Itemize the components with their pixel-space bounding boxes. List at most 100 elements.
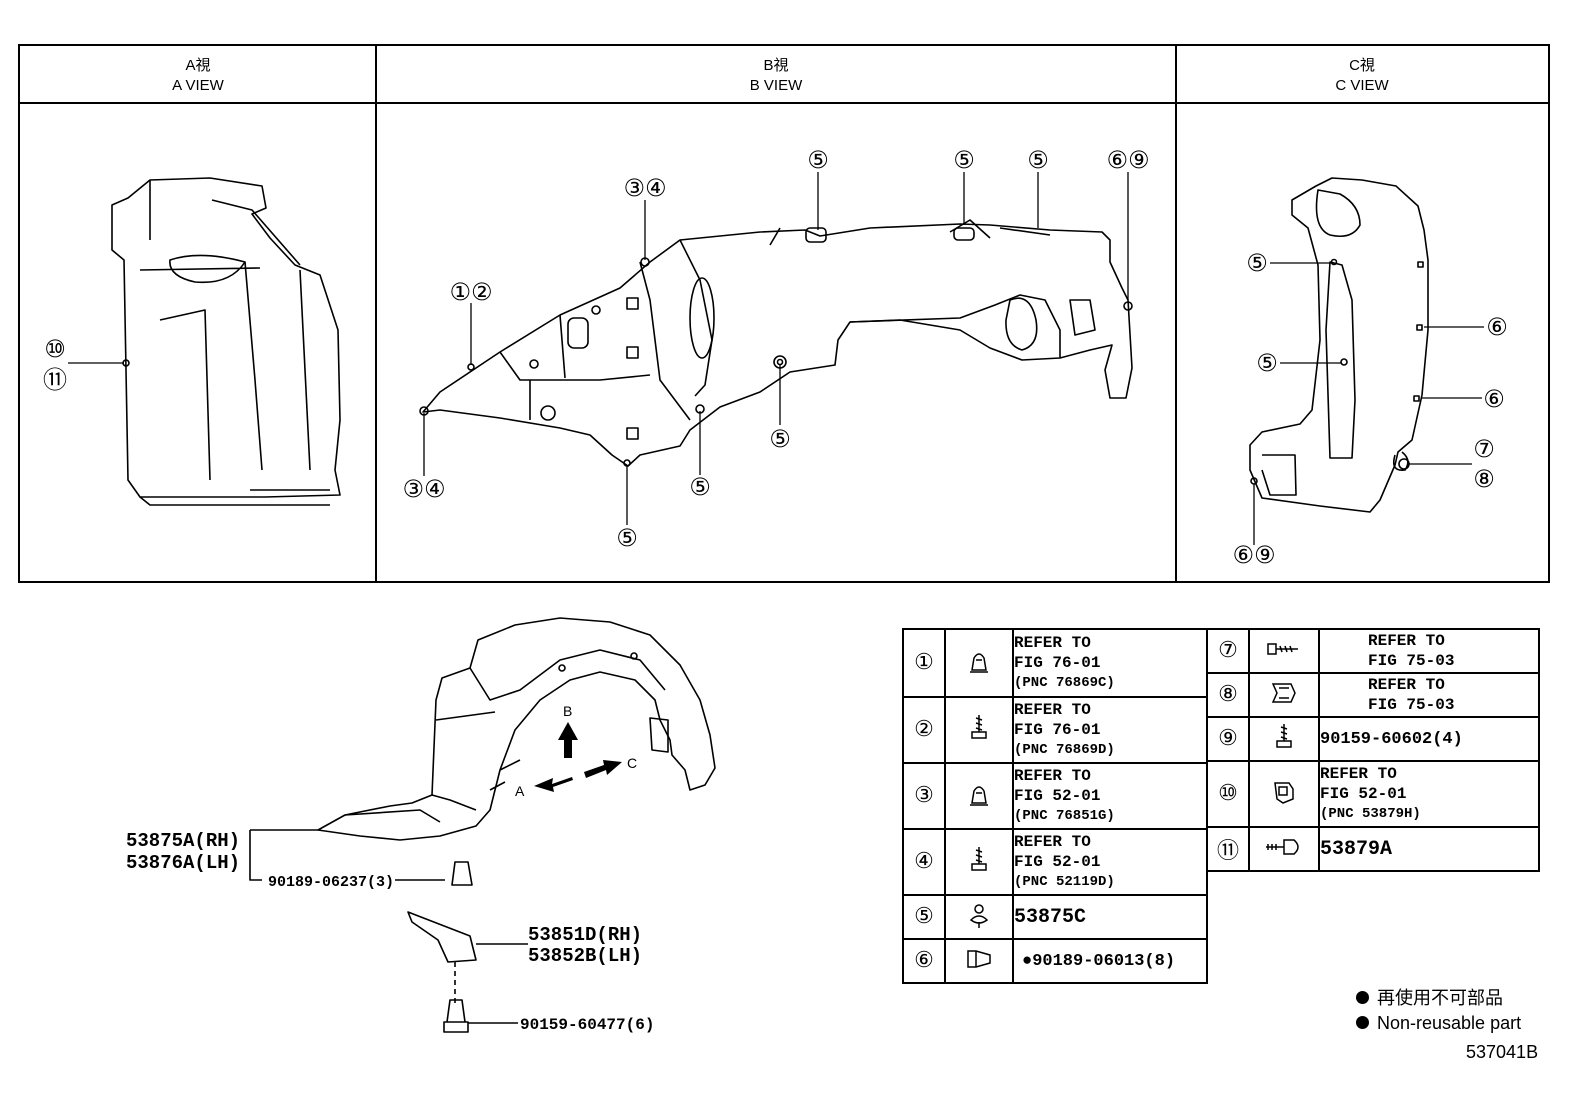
clip-icon xyxy=(970,652,988,673)
item-number: ⑪ xyxy=(1206,826,1250,872)
table-row: ⑨ 90159-60602(4) xyxy=(1206,716,1540,762)
b-view-panel: B視 B VIEW xyxy=(376,46,1176,581)
clip-drawing xyxy=(451,861,473,886)
part-number: 90159-60602(4) xyxy=(1318,716,1540,762)
callout-b-3-4-bottom: ③④ xyxy=(402,475,445,503)
callout-c-5: ⑤ xyxy=(1246,249,1268,277)
part-reference: REFER TO FIG 76-01 (PNC 76869D) xyxy=(1012,696,1208,764)
clip-icon xyxy=(970,785,988,806)
part-number: 53875C xyxy=(1012,894,1208,940)
direction-label-c: C xyxy=(627,755,637,771)
table-row: ① REFER TO FIG 76-01 (PNC 76869C) xyxy=(902,628,1208,698)
part-label-bracket-rh: 53851D(RH) xyxy=(528,924,642,946)
view-divider xyxy=(375,46,377,581)
b-view-title-jp: B視 xyxy=(763,57,789,74)
a-view-panel: A視 A VIEW xyxy=(20,46,376,581)
c-view-panel: C視 C VIEW xyxy=(1176,46,1548,581)
parts-table-right: ⑦ REFER TO FIG 75-03 ⑧ REFER TO FIG 75-0… xyxy=(1206,628,1540,872)
bracket-clip-icon xyxy=(1274,781,1294,804)
part-reference: REFER TO FIG 52-01 (PNC 76851G) xyxy=(1012,762,1208,830)
table-row: ⑩ REFER TO FIG 52-01 (PNC 53879H) xyxy=(1206,760,1540,828)
a-view-header: A視 A VIEW xyxy=(20,46,376,104)
callout-b-5: ⑤ xyxy=(616,524,638,552)
b-view-title-en: B VIEW xyxy=(749,77,803,94)
parts-table-left: ① REFER TO FIG 76-01 (PNC 76869C) ② REFE… xyxy=(902,628,1208,984)
a-view-liner-drawing xyxy=(111,177,341,506)
bullet-icon xyxy=(1356,991,1369,1004)
callout-b-5: ⑤ xyxy=(689,473,711,501)
arrow-b-icon xyxy=(558,722,578,758)
c-view-header: C視 C VIEW xyxy=(1176,46,1548,104)
item-number: ④ xyxy=(902,828,946,896)
callout-a-10: ⑩ xyxy=(44,335,66,363)
b-view-header: B視 B VIEW xyxy=(376,46,1176,104)
table-row: ③ REFER TO FIG 52-01 (PNC 76851G) xyxy=(902,762,1208,830)
part-number: 53879A xyxy=(1318,826,1540,872)
part-label-screw: 90159-60477(6) xyxy=(520,1016,654,1034)
table-row: ⑧ REFER TO FIG 75-03 xyxy=(1206,672,1540,718)
callout-b-3-4-top: ③④ xyxy=(623,174,666,202)
legend-row-jp: 再使用不可部品 xyxy=(1356,986,1521,1011)
item-number: ⑥ xyxy=(902,938,946,984)
item-number: ⑤ xyxy=(902,894,946,940)
b-view-liner-drawing xyxy=(419,219,1133,467)
legend: 再使用不可部品 Non-reusable part xyxy=(1356,986,1521,1036)
item-number: ② xyxy=(902,696,946,764)
push-clip-icon xyxy=(969,903,989,928)
callout-c-7: ⑦ xyxy=(1473,435,1495,463)
arrow-a-icon xyxy=(534,777,573,792)
c-view-liner-drawing xyxy=(1249,177,1429,513)
callout-a-11: ⑪ xyxy=(43,366,67,394)
part-label-clip: 90189-06237(3) xyxy=(268,874,394,891)
legend-row-en: Non-reusable part xyxy=(1356,1011,1521,1036)
direction-arrows xyxy=(534,722,622,792)
item-number: ③ xyxy=(902,762,946,830)
view-divider xyxy=(1175,46,1177,581)
part-label-liner-lh: 53876A(LH) xyxy=(126,852,240,874)
part-label-liner-rh: 53875A(RH) xyxy=(126,830,240,852)
screw-icon xyxy=(1276,723,1292,748)
part-label-bracket-lh: 53852B(LH) xyxy=(528,945,642,967)
leader-lines xyxy=(68,172,1484,545)
part-reference: REFER TO FIG 76-01 (PNC 76869C) xyxy=(1012,628,1208,698)
figure-id: 537041B xyxy=(1466,1042,1539,1062)
direction-label-a: A xyxy=(515,783,525,799)
table-row: ⑥ ●90189-06013(8) xyxy=(902,938,1208,984)
a-view-title-jp: A視 xyxy=(185,57,211,74)
callout-b-5: ⑤ xyxy=(807,146,829,174)
table-row: ⑤ 53875C xyxy=(902,894,1208,940)
callout-b-5: ⑤ xyxy=(1027,146,1049,174)
table-row: ⑦ REFER TO FIG 75-03 xyxy=(1206,628,1540,674)
callout-c-8: ⑧ xyxy=(1473,465,1495,493)
bracket-drawing xyxy=(407,911,477,963)
item-number: ① xyxy=(902,628,946,698)
grommet-icon xyxy=(967,949,991,968)
callout-b-5: ⑤ xyxy=(953,146,975,174)
direction-label-b: B xyxy=(563,703,572,719)
nut-clip-icon xyxy=(1271,682,1296,703)
callout-b-5: ⑤ xyxy=(769,425,791,453)
callout-b-1-2: ①② xyxy=(449,278,492,306)
part-reference: REFER TO FIG 52-01 (PNC 52119D) xyxy=(1012,828,1208,896)
rivet-icon xyxy=(1266,838,1299,855)
part-reference: REFER TO FIG 52-01 (PNC 53879H) xyxy=(1318,760,1540,828)
part-reference: REFER TO FIG 75-03 xyxy=(1318,672,1540,718)
table-row: ④ REFER TO FIG 52-01 (PNC 52119D) xyxy=(902,828,1208,896)
screw-icon xyxy=(971,714,987,739)
tapping-screw-icon xyxy=(1267,642,1298,655)
item-number: ⑧ xyxy=(1206,672,1250,718)
callout-b-6-9: ⑥⑨ xyxy=(1106,146,1149,174)
main-liner-drawing xyxy=(249,617,716,1033)
arrow-c-icon xyxy=(584,760,622,778)
views-frame: A視 A VIEW B視 B VIEW C視 C VIEW xyxy=(18,44,1550,583)
screw-drawing xyxy=(443,999,469,1033)
item-number: ⑨ xyxy=(1206,716,1250,762)
table-row: ② REFER TO FIG 76-01 (PNC 76869D) xyxy=(902,696,1208,764)
callout-c-6-9: ⑥⑨ xyxy=(1232,541,1275,569)
callout-c-6: ⑥ xyxy=(1486,313,1508,341)
c-view-title-jp: C視 xyxy=(1349,57,1375,74)
item-number: ⑦ xyxy=(1206,628,1250,674)
table-row: ⑪ 53879A xyxy=(1206,826,1540,872)
part-number: ●90189-06013(8) xyxy=(1012,938,1208,984)
